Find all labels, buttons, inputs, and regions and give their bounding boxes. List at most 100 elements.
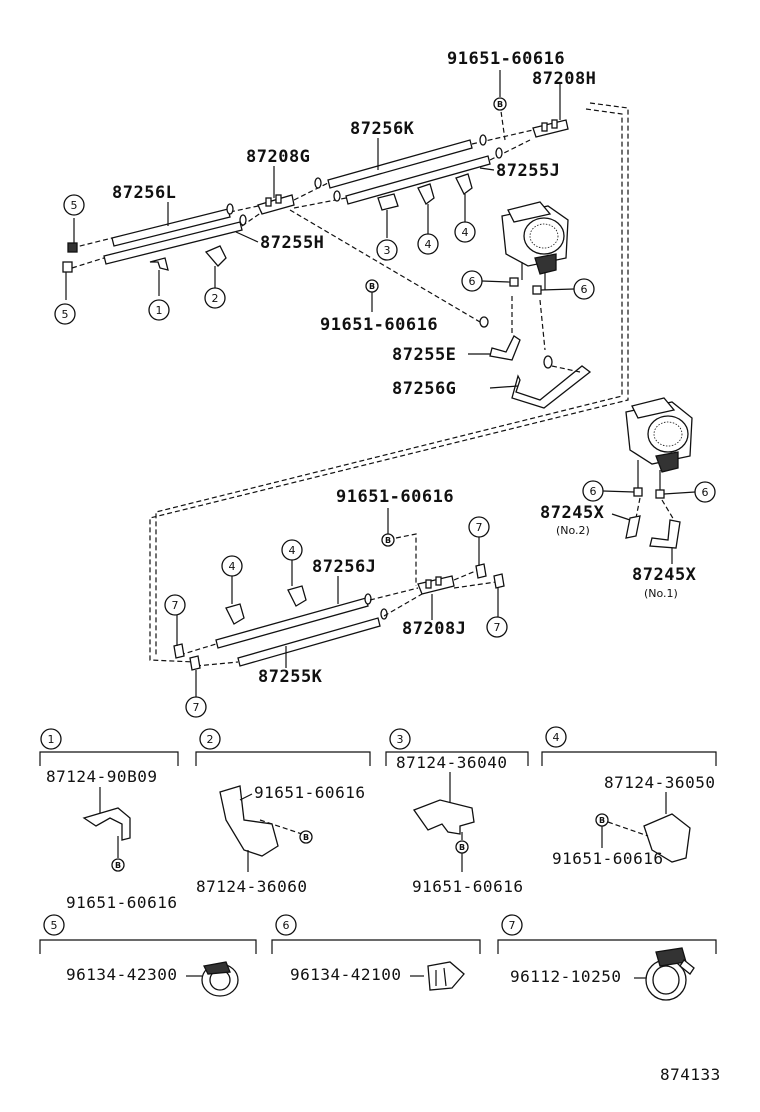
- hose-87256G: [511, 365, 592, 409]
- detail5-part-number: 96134-42300: [66, 965, 177, 984]
- svg-text:3: 3: [397, 733, 404, 746]
- detail1-part-number: 87124-90B09: [46, 767, 157, 786]
- bracket-1-upper: [149, 257, 169, 296]
- svg-text:B: B: [303, 833, 309, 842]
- svg-text:B: B: [459, 843, 465, 852]
- svg-text:4: 4: [229, 560, 236, 573]
- callout-4a-upper: 4: [417, 233, 439, 255]
- pipe-joint-87208G: [257, 194, 295, 215]
- bolt-icon-mid: B: [365, 279, 379, 293]
- label-87255K: 87255K: [258, 667, 323, 687]
- label-91651-mid: 91651-60616: [320, 315, 438, 335]
- svg-text:7: 7: [476, 521, 483, 534]
- label-87245X-no1: 87245X: [632, 565, 697, 585]
- label-87208G: 87208G: [246, 147, 310, 167]
- svg-text:6: 6: [590, 485, 597, 498]
- svg-text:7: 7: [172, 599, 179, 612]
- detail3-part-number: 87124-36040: [396, 753, 507, 772]
- svg-text:4: 4: [462, 226, 469, 239]
- detail2-part-number: 87124-36060: [196, 877, 307, 896]
- clamp-6-upper-right: [532, 285, 542, 295]
- pipe-joint-87208H: [532, 119, 569, 138]
- svg-text:6: 6: [702, 486, 709, 499]
- svg-text:5: 5: [62, 308, 69, 321]
- svg-text:2: 2: [207, 733, 214, 746]
- svg-text:6: 6: [469, 275, 476, 288]
- detail4-bolt-number: 91651-60616: [552, 849, 663, 868]
- callout-4b-upper: 4: [454, 221, 476, 243]
- clamp-7-left-bottom: [189, 655, 201, 671]
- label-87208H: 87208H: [532, 69, 596, 89]
- callout-2-upper: 2: [204, 287, 226, 309]
- hose-87255E: [489, 335, 521, 361]
- svg-text:B: B: [385, 536, 391, 545]
- lower-pipe-87255K: [237, 617, 381, 667]
- blower-unit-upper: [501, 201, 569, 275]
- svg-text:4: 4: [289, 544, 296, 557]
- detail-box-6: 6 96134-42100: [271, 914, 481, 991]
- dashed-frame: [149, 102, 629, 663]
- label-87256J: 87256J: [312, 557, 376, 577]
- detail4-part-number: 87124-36050: [604, 773, 715, 792]
- svg-text:1: 1: [48, 733, 55, 746]
- detail6-part-number: 96134-42100: [290, 965, 401, 984]
- svg-text:7: 7: [509, 919, 516, 932]
- svg-text:6: 6: [581, 283, 588, 296]
- label-91651-low: 91651-60616: [336, 487, 454, 507]
- clamp-7-right-top: [475, 563, 487, 579]
- label-87255H: 87255H: [260, 233, 324, 253]
- clamp-6-lower-right: [655, 489, 665, 499]
- callout-5-top: 5: [63, 194, 85, 216]
- svg-text:4: 4: [425, 238, 432, 251]
- upper-pipe-87256L: [111, 208, 231, 247]
- bolt-icon-top: B: [493, 97, 507, 111]
- svg-text:7: 7: [494, 621, 501, 634]
- bracket-4a-upper: [417, 183, 435, 234]
- detail-box-5: 5 96134-42300: [39, 914, 257, 997]
- svg-text:6: 6: [283, 919, 290, 932]
- callout-5-bottom: 5: [54, 303, 76, 325]
- label-87256K: 87256K: [350, 119, 415, 139]
- upper-pipe-87256K: [327, 139, 473, 189]
- clamp-7-right-bottom: [493, 573, 505, 589]
- detail7-part-number: 96112-10250: [510, 967, 621, 986]
- callout-7-right-top: 7: [468, 516, 490, 538]
- clamp-6-upper-left: [509, 277, 519, 287]
- svg-text:B: B: [497, 100, 503, 109]
- clamp-left-top: [67, 242, 78, 253]
- bracket-3-upper: [377, 193, 399, 238]
- svg-text:1: 1: [156, 304, 163, 317]
- callout-6-upper-right: 6: [573, 278, 595, 300]
- label-87208J: 87208J: [402, 619, 466, 639]
- detail3-bolt-number: 91651-60616: [412, 877, 523, 896]
- callout-6-upper-left: 6: [461, 270, 483, 292]
- callout-7-right-bottom: 7: [486, 616, 508, 638]
- bracket-4-lower-left: [225, 603, 245, 625]
- detail-box-3: 3 87124-36040 B 91651-60616: [385, 728, 529, 896]
- label-87255J: 87255J: [496, 161, 560, 181]
- label-87256G: 87256G: [392, 379, 456, 399]
- label-87255E: 87255E: [392, 345, 456, 365]
- label-87245X-no2: 87245X: [540, 503, 605, 523]
- bracket-2-upper: [204, 245, 227, 288]
- label-87245X-no1-note: (No.1): [644, 587, 678, 600]
- label-87256L: 87256L: [112, 183, 176, 203]
- clamp-6-lower-left: [633, 487, 643, 497]
- svg-text:3: 3: [384, 244, 391, 257]
- clamp-left-bottom: [62, 261, 73, 273]
- callout-7-left-bottom: 7: [185, 696, 207, 718]
- pipe-joint-87208J: [417, 575, 455, 595]
- svg-text:5: 5: [51, 919, 58, 932]
- svg-text:5: 5: [71, 199, 78, 212]
- svg-text:2: 2: [212, 292, 219, 305]
- detail2-bolt-number: 91651-60616: [254, 783, 365, 802]
- label-91651-top: 91651-60616: [447, 49, 565, 69]
- detail-box-2: 2 B 91651-60616 87124-36060: [195, 728, 371, 896]
- callout-6-lower-right: 6: [694, 481, 716, 503]
- clamp-7-left-top: [173, 643, 185, 659]
- callout-3-upper: 3: [376, 239, 398, 261]
- svg-text:B: B: [115, 861, 121, 870]
- detail1-bolt-number: 91651-60616: [66, 893, 177, 912]
- svg-text:4: 4: [553, 731, 560, 744]
